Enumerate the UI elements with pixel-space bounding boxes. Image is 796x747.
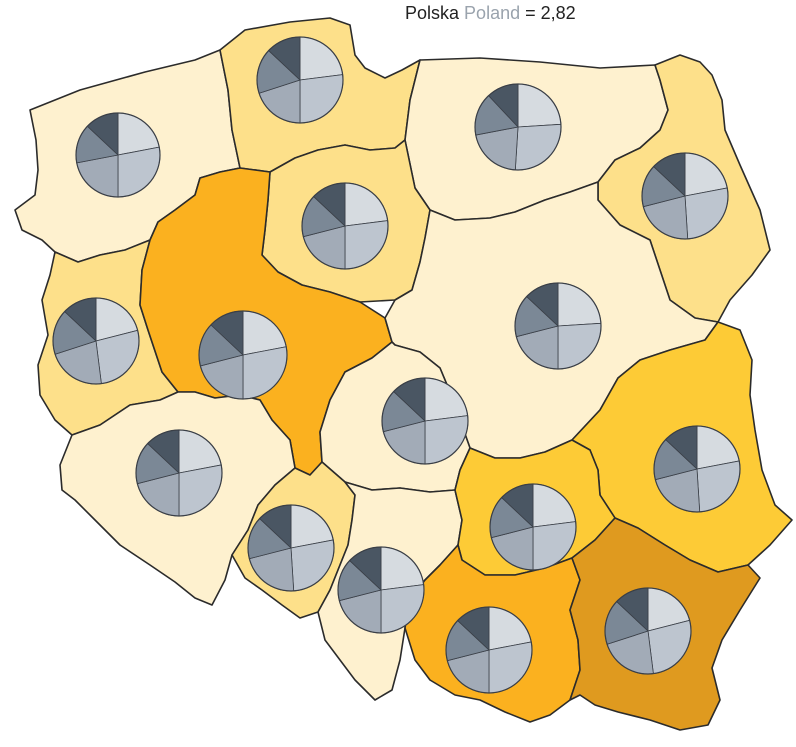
pie-chart-warminsko-mazurskie bbox=[474, 83, 562, 171]
country-name-en: Poland bbox=[464, 3, 521, 23]
pie-chart-podlaskie bbox=[641, 152, 729, 240]
pie-chart-lubelskie bbox=[653, 425, 741, 513]
pie-outline bbox=[198, 310, 288, 400]
country-average-label: Polska Poland = 2,82 bbox=[405, 3, 576, 24]
pie-outline bbox=[52, 297, 140, 385]
pie-outline bbox=[653, 425, 741, 513]
pie-outline bbox=[489, 483, 577, 571]
pie-outline bbox=[337, 546, 425, 634]
pie-outline bbox=[604, 587, 692, 675]
pie-chart-lubuskie bbox=[52, 297, 140, 385]
pie-outline bbox=[514, 282, 602, 370]
pie-outline bbox=[135, 429, 223, 517]
pie-chart-lodzkie bbox=[381, 377, 469, 465]
pie-chart-pomorskie bbox=[256, 36, 344, 124]
pie-chart-mazowieckie bbox=[514, 282, 602, 370]
pie-outline bbox=[301, 182, 389, 270]
pie-chart-zachodniopomorskie bbox=[75, 112, 161, 198]
pie-outline bbox=[474, 83, 562, 171]
pie-chart-dolnoslaskie bbox=[135, 429, 223, 517]
pie-outline bbox=[256, 36, 344, 124]
country-average-value: 2,82 bbox=[540, 3, 576, 23]
pie-outline bbox=[641, 152, 729, 240]
pie-outline bbox=[247, 504, 335, 592]
pie-chart-wielkopolskie bbox=[198, 310, 288, 400]
country-name-pl: Polska bbox=[405, 3, 460, 23]
equals-sign: = bbox=[525, 3, 536, 23]
pie-chart-kujawsko-pomorskie bbox=[301, 182, 389, 270]
pie-chart-malopolskie bbox=[445, 606, 533, 694]
pie-charts-layer bbox=[52, 36, 741, 694]
pie-outline bbox=[381, 377, 469, 465]
pie-chart-swietokrzyskie bbox=[489, 483, 577, 571]
pie-outline bbox=[445, 606, 533, 694]
pie-outline bbox=[75, 112, 161, 198]
pie-chart-opolskie bbox=[247, 504, 335, 592]
pie-chart-podkarpackie bbox=[604, 587, 692, 675]
pie-chart-slaskie bbox=[337, 546, 425, 634]
